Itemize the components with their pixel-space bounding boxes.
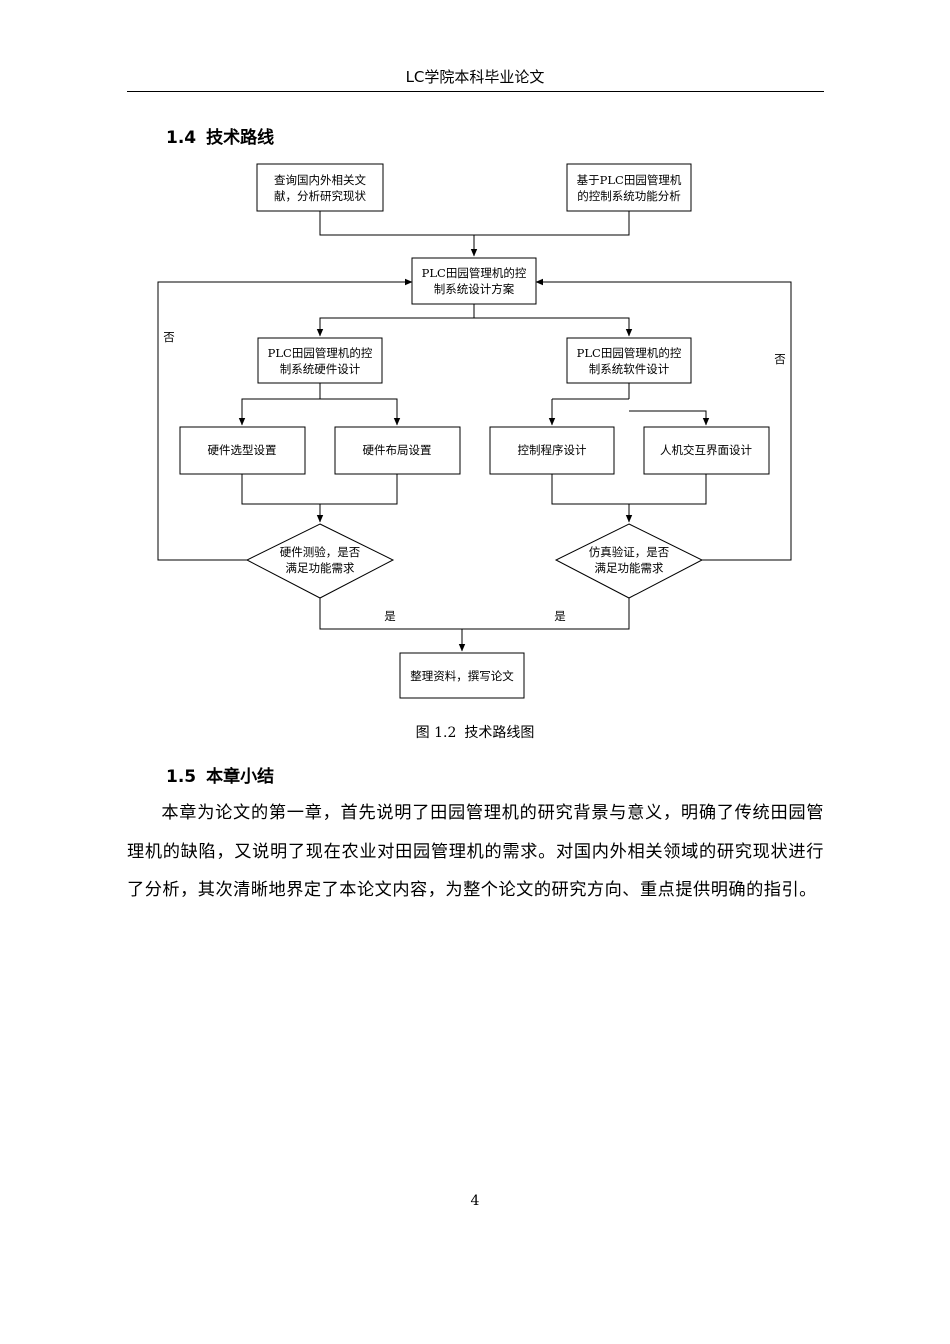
section-heading-1-5: 1.5 本章小结 xyxy=(166,762,274,787)
box-design-plan xyxy=(411,257,537,305)
running-header: LC学院本科毕业论文 xyxy=(405,68,545,86)
hardware-selection-label: 硬件选型设置 xyxy=(208,443,277,457)
design-plan-line1: PLC田园管理机的控 xyxy=(422,266,527,280)
final-writing-label: 整理资料，撰写论文 xyxy=(410,669,514,683)
figure-caption: 图 1.2 技术路线图 xyxy=(0,722,950,742)
hardware-test-line2: 满足功能需求 xyxy=(286,561,355,575)
section-number: 1.5 xyxy=(166,767,197,787)
box-hardware-design xyxy=(257,337,383,384)
function-analysis-line2: 的控制系统功能分析 xyxy=(577,189,681,203)
label-no-right: 否 xyxy=(774,352,786,366)
box-hardware-selection xyxy=(179,426,306,475)
figure-number: 图 1.2 xyxy=(415,725,457,741)
header-rule xyxy=(127,91,824,92)
chapter-summary-paragraph: 本章为论文的第一章，首先说明了田园管理机的研究背景与意义，明确了传统田园管理机的… xyxy=(127,803,824,900)
research-status-line1: 查询国内外相关文 xyxy=(274,173,366,187)
section-title: 本章小结 xyxy=(206,767,275,787)
hardware-design-line1: PLC田园管理机的控 xyxy=(268,346,373,360)
hmi-design-label: 人机交互界面设计 xyxy=(660,443,752,457)
label-yes-right: 是 xyxy=(554,609,566,623)
design-plan-line2: 制系统设计方案 xyxy=(434,282,515,296)
box-final-writing xyxy=(399,652,525,699)
software-design-line1: PLC田园管理机的控 xyxy=(577,346,682,360)
simulation-verify-line2: 满足功能需求 xyxy=(595,561,664,575)
label-yes-left: 是 xyxy=(384,609,396,623)
diamond-hardware-test xyxy=(245,523,395,599)
page-number: 4 xyxy=(470,1193,480,1209)
hardware-layout-label: 硬件布局设置 xyxy=(363,443,432,457)
diamond-simulation-verify xyxy=(554,523,704,599)
simulation-verify-line1: 仿真验证，是否 xyxy=(589,545,670,559)
label-no-left: 否 xyxy=(163,330,175,344)
section-number: 1.4 xyxy=(166,128,197,148)
figure-caption-text: 技术路线图 xyxy=(464,725,535,741)
hardware-test-line1: 硬件测验，是否 xyxy=(280,545,361,559)
control-program-label: 控制程序设计 xyxy=(518,443,587,457)
technical-route-flowchart: 查询国内外相关文 献，分析研究现状 基于PLC田园管理机 的控制系统功能分析 P… xyxy=(157,163,792,699)
box-control-program xyxy=(489,426,615,475)
box-research-status xyxy=(256,163,384,212)
section-title: 技术路线 xyxy=(206,128,275,148)
box-hardware-layout xyxy=(334,426,461,475)
box-software-design xyxy=(566,337,692,384)
research-status-line2: 献，分析研究现状 xyxy=(274,189,366,203)
hardware-design-line2: 制系统硬件设计 xyxy=(280,362,361,376)
box-function-analysis xyxy=(566,163,692,212)
function-analysis-line1: 基于PLC田园管理机 xyxy=(577,173,682,187)
section-heading-1-4: 1.4 技术路线 xyxy=(166,123,274,148)
flowchart-connectors xyxy=(157,211,792,652)
software-design-line2: 制系统软件设计 xyxy=(589,362,670,376)
box-hmi-design xyxy=(643,426,770,475)
